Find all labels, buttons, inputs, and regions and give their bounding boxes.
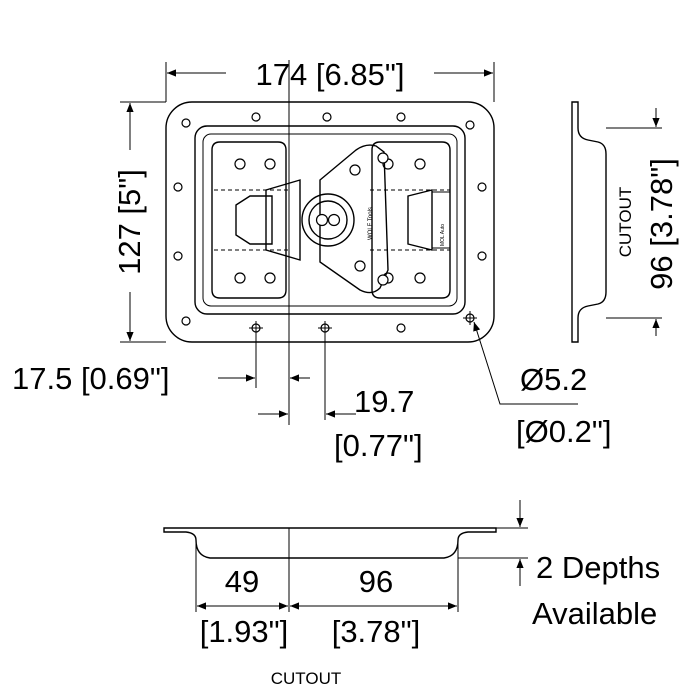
hole-diameter-label-line2: [Ø0.2"] (516, 414, 611, 449)
mounting-hole (173, 182, 183, 192)
latch-text: WOLF Tools (368, 207, 374, 240)
hole-leader (473, 321, 578, 405)
spring-body (265, 179, 301, 261)
latch-mechanism: WOLF Tools MOL Auto (211, 141, 451, 299)
bottom-left-inch: [1.93"] (200, 614, 289, 649)
left-bracket (211, 141, 287, 299)
side-cutout-label: 96 [3.78"] (644, 158, 679, 290)
width-dimension-label: 174 [6.85"] (256, 57, 405, 92)
mounting-hole (477, 251, 487, 261)
key-cylinder-inner (308, 200, 348, 240)
mounting-hole (322, 112, 332, 122)
catch-text: MOL Auto (440, 224, 446, 246)
offset-b-label-line1: 19.7 (354, 384, 414, 419)
catch-plate (407, 189, 433, 251)
mounting-hole (173, 251, 183, 261)
hole-diameter-label-line1: Ø5.2 (520, 362, 587, 397)
bottom-left-value: 49 (225, 564, 259, 599)
catch-label (431, 191, 451, 249)
mounting-hole (396, 323, 406, 333)
bottom-profile (163, 527, 497, 559)
mounting-hole (396, 112, 406, 122)
front-view: WOLF Tools MOL Auto 174 [6.85"] 127 [5"]… (12, 57, 611, 463)
bottom-view: 49 96 [1.93"] [3.78"] CUTOUT 2 Depths Av… (163, 500, 660, 688)
bottom-right-inch: [3.78"] (332, 614, 421, 649)
key-cylinder (301, 193, 355, 247)
side-cutout-word: CUTOUT (616, 187, 635, 258)
side-view: CUTOUT 96 [3.78"] (571, 101, 679, 343)
side-profile (571, 101, 607, 343)
height-dimension-label: 127 [5"] (112, 169, 147, 275)
offset-b-label-line2: [0.77"] (334, 428, 423, 463)
mounting-hole (477, 182, 487, 192)
dish-inner (202, 133, 458, 307)
bottom-cutout-word: CUTOUT (271, 669, 342, 688)
right-bracket (371, 141, 451, 299)
bottom-right-value: 96 (359, 564, 393, 599)
dish-outer (194, 125, 466, 315)
lever-plate (319, 144, 389, 294)
hook-left (235, 195, 273, 245)
marked-holes (249, 311, 477, 335)
depth-label-line2: Available (532, 596, 657, 631)
mounting-hole (465, 120, 475, 130)
mounting-hole (181, 118, 191, 128)
mounting-hole (251, 112, 261, 122)
depth-label-line1: 2 Depths (536, 550, 660, 585)
outer-flange (165, 101, 495, 343)
mounting-hole (181, 316, 191, 326)
mounting-holes (173, 112, 487, 333)
offset-a-label: 17.5 [0.69"] (12, 361, 170, 396)
